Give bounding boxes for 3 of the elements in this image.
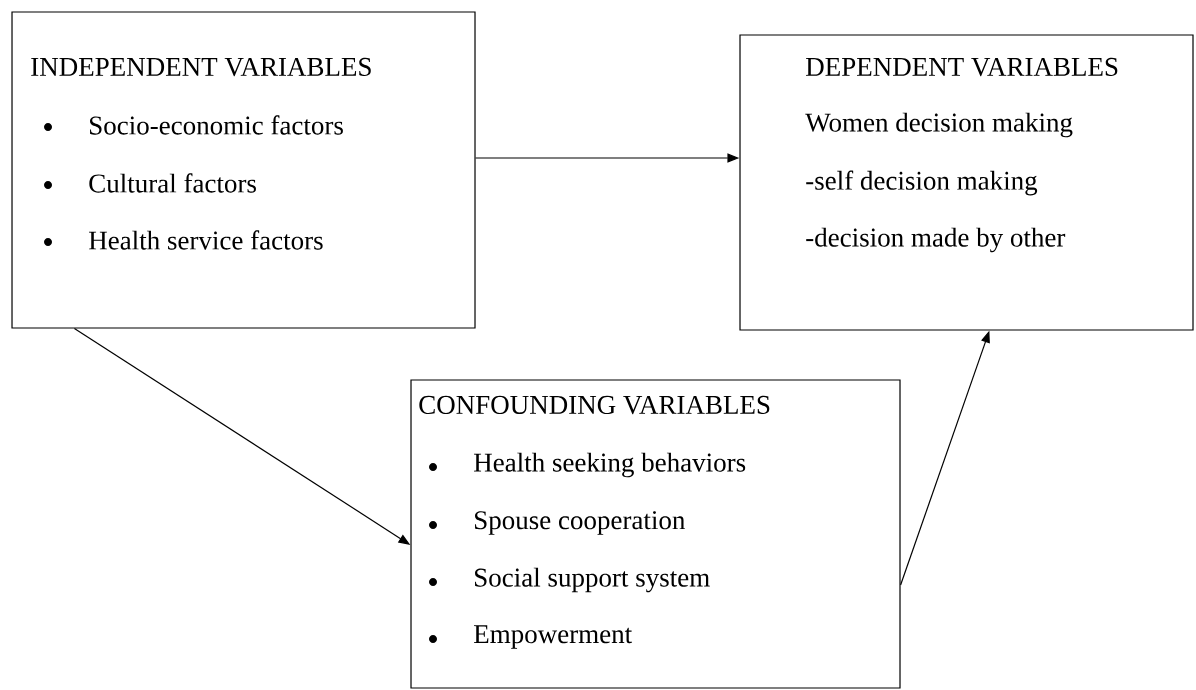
variable-box: INDEPENDENT VARIABLES Socio-economic factors Cultural factors Health service factors: [11, 11, 476, 329]
variable-box: DEPENDENT VARIABLES Women decision making -self decision making -decision made by other: [739, 34, 1194, 331]
variable-box: CONFOUNDING VARIABLES Health seeking behaviors Spouse cooperation Social support system Empowerment: [410, 379, 901, 689]
